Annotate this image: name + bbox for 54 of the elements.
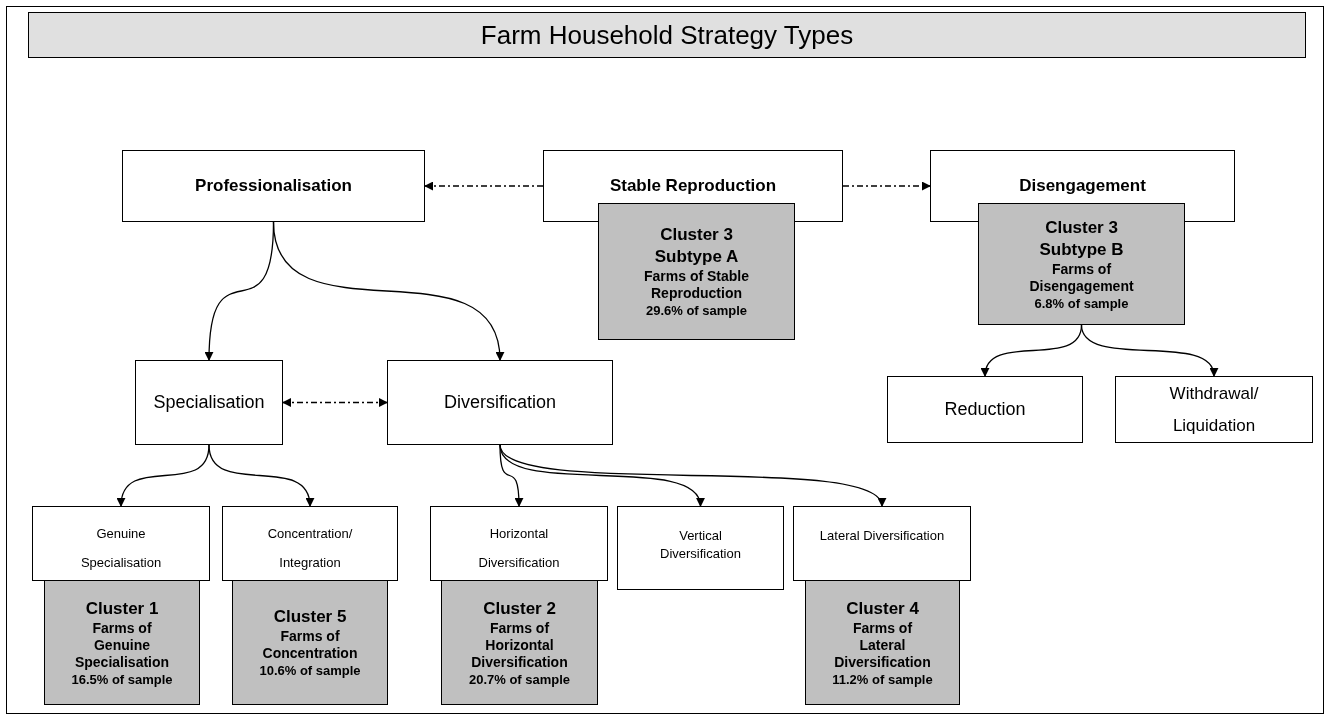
sample-share: 29.6% of sample — [644, 302, 749, 319]
cluster-heading: Cluster 5 — [272, 606, 348, 628]
strategy-label: Concentration/ Integration — [266, 525, 354, 572]
cluster-heading: Cluster 3 Subtype B — [1038, 216, 1125, 261]
strategy-box — [1115, 376, 1313, 443]
arrow — [842, 181, 931, 191]
cluster-box — [978, 203, 1185, 325]
arrow — [424, 181, 544, 191]
strategy-box — [793, 506, 971, 581]
sample-share: 11.2% of sample — [831, 670, 934, 688]
cluster-box — [598, 203, 795, 340]
cluster-box — [232, 580, 388, 705]
cluster-heading: Cluster 3 Subtype A — [653, 224, 740, 268]
strategy-label: Reduction — [944, 398, 1026, 421]
cluster-box — [441, 580, 598, 705]
cluster-description: Farms of Horizontal Diversification — [470, 619, 569, 671]
arrow — [208, 444, 314, 507]
cluster-description: Farms of Concentration — [261, 628, 359, 662]
cluster-box — [44, 580, 200, 705]
strategy-box — [387, 360, 613, 445]
strategy-box — [887, 376, 1083, 443]
strategy-label: Professionalisation — [195, 175, 352, 198]
arrow — [499, 444, 524, 507]
cluster-description: Farms of Lateral Diversification — [833, 619, 932, 671]
sample-share: 20.7% of sample — [467, 670, 572, 688]
strategy-label: Diversification — [443, 391, 556, 414]
strategy-label: Stable Reproduction — [609, 175, 777, 198]
strategy-box — [135, 360, 283, 445]
strategy-label: Horizontal Diversification — [477, 525, 561, 572]
strategy-label: Disengagement — [1019, 175, 1146, 198]
sample-share: 16.5% of sample — [70, 670, 174, 688]
strategy-box — [32, 506, 210, 581]
sample-share: 10.6% of sample — [258, 662, 362, 679]
strategy-label: Specialisation — [153, 391, 265, 414]
cluster-heading: Cluster 1 — [84, 597, 160, 620]
arrow — [282, 398, 388, 407]
strategy-label: Lateral Diversification — [818, 527, 946, 545]
cluster-description: Farms of Stable Reproduction — [643, 268, 750, 302]
title: Farm Household Strategy Types — [28, 12, 1306, 58]
cluster-description: Farms of Disengagement — [1028, 260, 1135, 295]
strategy-label: Vertical Diversification — [659, 527, 742, 563]
strategy-box — [430, 506, 608, 581]
cluster-heading: Cluster 2 — [482, 597, 557, 620]
cluster-box — [805, 580, 960, 705]
strategy-box — [122, 150, 425, 222]
sample-share: 6.8% of sample — [1033, 294, 1130, 312]
strategy-box — [222, 506, 398, 581]
strategy-label: Genuine Specialisation — [79, 525, 163, 572]
arrow — [272, 221, 504, 361]
cluster-description: Farms of Genuine Specialisation — [73, 619, 171, 671]
strategy-label: Withdrawal/ Liquidation — [1168, 382, 1260, 437]
strategy-box — [617, 506, 784, 590]
cluster-heading: Cluster 4 — [845, 597, 920, 620]
arrow — [1080, 324, 1217, 377]
